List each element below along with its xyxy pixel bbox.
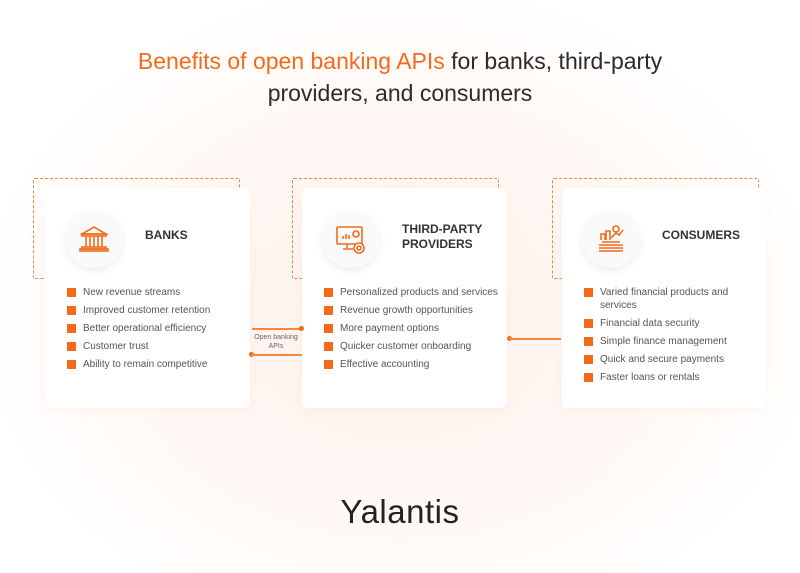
list-item: Quicker customer onboarding <box>324 340 504 353</box>
bank-icon <box>65 210 123 268</box>
list-item: More payment options <box>324 322 504 335</box>
list-item: Varied financial products and services <box>584 286 764 312</box>
list-item: New revenue streams <box>67 286 247 299</box>
coins-growth-icon <box>582 210 640 268</box>
arrow-dot <box>299 326 304 331</box>
list-item: Financial data security <box>584 317 764 330</box>
list-item: Improved customer retention <box>67 304 247 317</box>
list-item: Quick and secure payments <box>584 353 764 366</box>
list-item: Effective accounting <box>324 358 504 371</box>
arrow-right <box>251 354 302 356</box>
page-title: Benefits of open banking APIs for banks,… <box>137 48 663 106</box>
list-item: Ability to remain competitive <box>67 358 247 371</box>
monitor-chart-icon <box>322 210 380 268</box>
yalantis-logo: Yalantis <box>340 493 460 530</box>
card-heading: CONSUMERS <box>662 228 741 242</box>
arrow-left <box>252 328 301 330</box>
card-consumers: CONSUMERS Varied financial products and … <box>562 188 767 408</box>
arrow-right <box>509 338 561 340</box>
list-item: Customer trust <box>67 340 247 353</box>
card-banks: BANKS New revenue streams Improved custo… <box>45 188 250 408</box>
list-item: Personalized products and services <box>324 286 504 299</box>
list-item: Better operational efficiency <box>67 322 247 335</box>
list-item: Simple finance management <box>584 335 764 348</box>
list-item: Revenue growth opportunities <box>324 304 504 317</box>
card-heading: BANKS <box>145 228 188 242</box>
list-item: Faster loans or rentals <box>584 371 764 384</box>
